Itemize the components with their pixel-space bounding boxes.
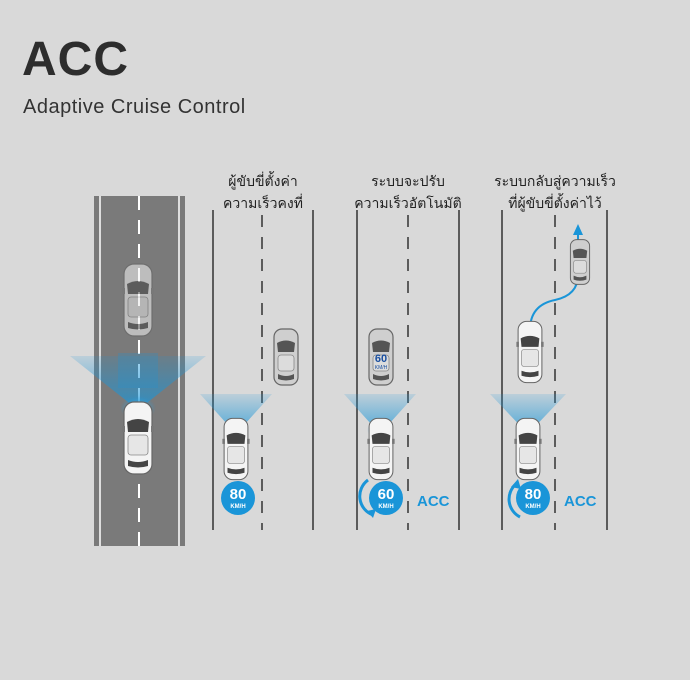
caption-panel-3-line-2: ที่ผู้ขับขี่ตั้งค่าไว้ [508, 195, 602, 211]
panel-2-speed-badge: 60 KM/H [358, 478, 403, 518]
page-title: ACC [22, 33, 129, 86]
page-subtitle: Adaptive Cruise Control [23, 96, 246, 118]
caption-panel-2-line-1: ระบบจะปรับ [371, 173, 445, 189]
panel-3-speed-unit: KM/H [525, 504, 540, 510]
panel-2-acc-label: ACC [417, 493, 450, 510]
panel-1: 80 KM/H [200, 210, 314, 530]
panel-3-acc-label: ACC [564, 493, 597, 510]
caption-panel-1-line-2: ความเร็วคงที่ [223, 195, 303, 211]
panel-3-radar-beam [490, 394, 566, 434]
panel-3-speed-value: 80 [525, 486, 542, 503]
panel-1-speed-unit: KM/H [230, 504, 245, 510]
panel-3: 80 KM/H ACC [490, 210, 608, 530]
panel-2-lead-car-speed: 60 [375, 353, 387, 365]
panel-1-radar-beam [200, 394, 272, 434]
caption-panel-2: ระบบจะปรับ ความเร็วอัตโนมัติ [328, 170, 488, 214]
panel-1-side-car [273, 328, 299, 386]
caption-panel-3-line-1: ระบบกลับสู่ความเร็ว [494, 173, 616, 189]
panel-3-speed-badge: 80 KM/H [507, 479, 550, 519]
caption-panel-3: ระบบกลับสู่ความเร็ว ที่ผู้ขับขี่ตั้งค่าไ… [475, 170, 635, 214]
panel-3-arrow-icon [573, 224, 583, 235]
panel-2-speed-unit: KM/H [378, 504, 393, 510]
panel-3-previous-car [515, 320, 545, 384]
lead-car-ghost [121, 263, 155, 337]
caption-panel-1-line-1: ผู้ขับขี่ตั้งค่า [228, 173, 298, 189]
panel-1-speed-value: 80 [230, 486, 247, 503]
panel-2: 60 KM/H 60 KM/H ACC [344, 210, 460, 530]
caption-panel-1: ผู้ขับขี่ตั้งค่า ความเร็วคงที่ [183, 170, 343, 214]
panel-3-ego-car [513, 417, 543, 481]
panel-1-speed-badge: 80 KM/H [221, 481, 255, 515]
main-road [70, 196, 206, 546]
panel-2-lead-car-unit: KM/H [375, 365, 388, 371]
panel-2-speed-value: 60 [378, 486, 395, 503]
panel-2-radar-beam [344, 394, 416, 434]
panel-3-departing-car [569, 239, 591, 285]
radar-beam [70, 356, 206, 410]
panel-1-ego-car [221, 417, 251, 481]
caption-panel-2-line-2: ความเร็วอัตโนมัติ [354, 195, 462, 211]
panel-2-ego-car [366, 417, 396, 481]
ego-car-main [121, 401, 155, 475]
